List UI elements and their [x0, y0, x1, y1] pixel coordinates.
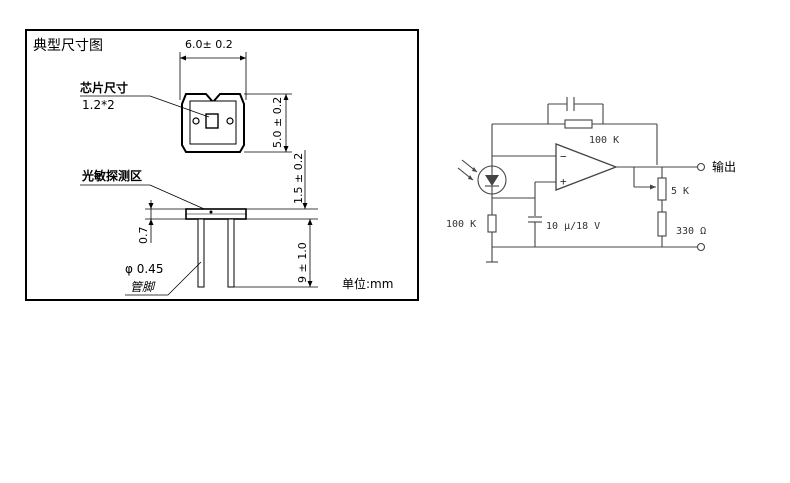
- chip: [205, 113, 219, 129]
- pin-label: 管脚: [130, 280, 156, 294]
- opamp: [555, 143, 618, 191]
- pin-length-dim-label: 9 ± 1.0: [296, 242, 309, 283]
- chip-label: 芯片尺寸: [80, 80, 128, 95]
- height-dimension: [244, 93, 292, 153]
- input-resistor-label: 100 K: [446, 219, 476, 230]
- ground-terminal: [696, 242, 706, 252]
- pin-right: [227, 218, 235, 288]
- opamp-plus: +: [560, 175, 567, 188]
- package-side-view: [185, 208, 247, 288]
- thickness-dim-label: 0.7: [137, 227, 150, 245]
- circuit-schematic: [457, 97, 706, 263]
- sensor-height-dim-label: 1.5 ± 0.2: [292, 153, 305, 204]
- input-resistor: [487, 214, 497, 233]
- load-resistor: [657, 211, 667, 237]
- sensor-height-dimension: [246, 150, 318, 210]
- pin-length-dimension: [234, 218, 318, 288]
- pin-diameter: φ 0.45: [125, 262, 163, 276]
- height-dim-label: 5.0 ± 0.2: [271, 97, 284, 148]
- width-dim-label: 6.0± 0.2: [185, 38, 233, 51]
- feedback-resistor-label: 100 K: [589, 135, 619, 146]
- chip-size: 1.2*2: [82, 98, 115, 112]
- opamp-minus: −: [560, 150, 567, 163]
- feedback-resistor: [564, 119, 593, 129]
- package-top-view: [181, 93, 245, 153]
- unit-label: 单位:mm: [342, 276, 393, 291]
- width-dimension: [179, 52, 247, 100]
- capacitor-label: 10 μ/18 V: [546, 221, 600, 232]
- sensor-label: 光敏探测区: [81, 168, 142, 183]
- dimension-drawing: 典型尺寸图 6.0± 0.2 芯片尺寸 1.2*2 5.0: [25, 29, 419, 301]
- drawing-title: 典型尺寸图: [33, 38, 103, 54]
- drawing-frame: [25, 29, 419, 301]
- load-resistor-label: 330 Ω: [676, 226, 706, 237]
- output-terminal: [696, 162, 706, 172]
- pot-resistor: [657, 177, 667, 201]
- pot-label: 5 K: [671, 186, 689, 197]
- thickness-dimension: [145, 200, 186, 243]
- pin-left: [197, 218, 205, 288]
- output-label: 输出: [712, 159, 736, 174]
- lead-pad-left: [192, 117, 200, 125]
- lead-pad-right: [226, 117, 234, 125]
